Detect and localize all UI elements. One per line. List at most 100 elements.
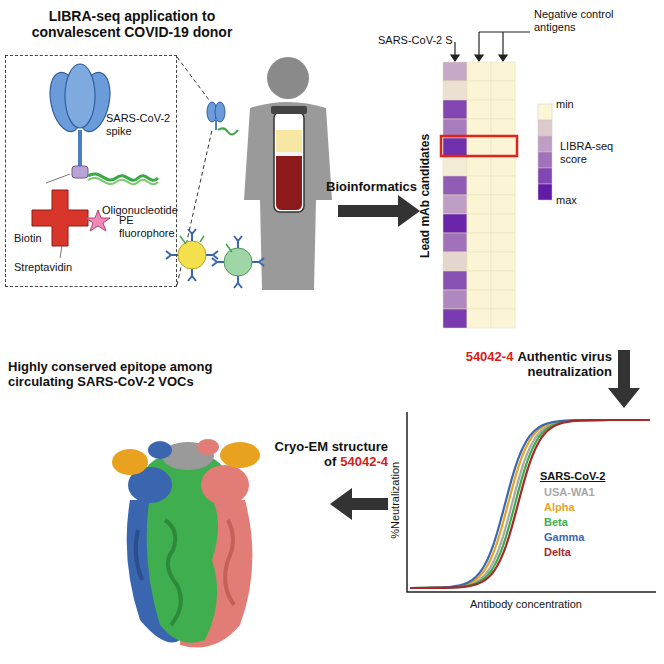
part-label: Oligonucleotide xyxy=(102,204,176,217)
heatmap-cell xyxy=(467,176,491,195)
heatmap-cell xyxy=(491,81,515,100)
legend-entry: Beta xyxy=(542,516,570,529)
leader-line xyxy=(46,174,70,183)
antibody-name: 54042-4 xyxy=(466,349,514,364)
flow-arrow xyxy=(330,488,388,520)
heatmap-cell xyxy=(443,214,467,233)
part-label: Streptavidin xyxy=(14,261,94,274)
heatmap-cell xyxy=(491,138,515,157)
heatmap-cell xyxy=(443,62,467,81)
scale-step xyxy=(538,136,552,152)
column-pointer xyxy=(451,32,530,61)
neutralization-curve xyxy=(410,420,650,588)
heatmap-cell xyxy=(467,290,491,309)
heatmap-cell xyxy=(491,157,515,176)
panel-title: LIBRA-seq application to convalescent CO… xyxy=(12,8,252,40)
axis-label: Lead mAb candidates xyxy=(419,134,433,258)
heatmap-cell xyxy=(443,309,467,328)
arrow-label: 54042-4Authentic virus neutralization xyxy=(444,350,612,380)
heatmap-cell xyxy=(467,62,491,81)
zoom-line xyxy=(177,57,212,104)
heatmap-cell xyxy=(491,290,515,309)
heatmap-cell xyxy=(443,100,467,119)
heatmap-cell xyxy=(467,252,491,271)
heatmap-cell xyxy=(443,252,467,271)
scale-step xyxy=(538,168,552,184)
heatmap xyxy=(443,62,515,328)
legend-entry: USA-WA1 xyxy=(542,486,597,499)
scale-step xyxy=(538,184,552,200)
heatmap-cell xyxy=(491,62,515,81)
cryo-em-structure xyxy=(112,439,260,648)
scale-label: LIBRA-seq score xyxy=(560,140,630,165)
part-label: PE fluorophore xyxy=(119,214,177,239)
heatmap-cell xyxy=(443,233,467,252)
conclusion-heading: Highly conserved epitope among circulati… xyxy=(8,360,240,390)
heatmap-cell xyxy=(491,252,515,271)
heatmap-cell xyxy=(443,81,467,100)
neutralization-curve xyxy=(410,420,650,588)
scale-step xyxy=(538,152,552,168)
flow-arrow xyxy=(338,195,420,227)
scale-step xyxy=(538,104,552,120)
neutralization-curve xyxy=(410,420,650,588)
heatmap-cell xyxy=(467,233,491,252)
legend-heading: SARS-CoV-2 xyxy=(538,470,607,483)
heatmap-cell xyxy=(467,157,491,176)
leader-line xyxy=(60,246,62,258)
heatmap-cell xyxy=(467,195,491,214)
chart-axes xyxy=(407,412,656,592)
neutralization-curve xyxy=(410,420,650,588)
heatmap-cell xyxy=(467,81,491,100)
heatmap-cell xyxy=(491,214,515,233)
axis-label: %Neutralization xyxy=(390,461,403,538)
heatmap-cell xyxy=(491,100,515,119)
spike-trimer xyxy=(45,64,115,168)
heatmap-cell xyxy=(443,138,467,157)
b-cell xyxy=(212,236,264,288)
heatmap-cell xyxy=(443,157,467,176)
heatmap-cell xyxy=(443,176,467,195)
donor-silhouette xyxy=(244,57,332,290)
legend-entry: Gamma xyxy=(542,531,586,544)
heatmap-cell xyxy=(467,100,491,119)
column-label: Negative control antigens xyxy=(534,8,624,33)
heatmap-cell xyxy=(443,271,467,290)
heatmap-cell xyxy=(467,309,491,328)
arrow-label: Bioinformatics xyxy=(326,180,417,195)
arrow-label: Cryo-EM structure of54042-4 xyxy=(258,440,388,470)
heatmap-cell xyxy=(467,271,491,290)
small-spike xyxy=(207,102,238,135)
blood-tube xyxy=(271,106,307,212)
arrow-label: Authentic virus neutralization xyxy=(517,349,612,379)
scale-label: max xyxy=(556,194,577,207)
axis-label: Antibody concentration xyxy=(470,598,582,611)
antibody-name: 54042-4 xyxy=(340,454,388,469)
heatmap-cell xyxy=(467,214,491,233)
scale-step xyxy=(538,120,552,136)
heatmap-cell xyxy=(491,233,515,252)
oligonucleotide xyxy=(88,178,158,184)
flow-arrow xyxy=(608,350,640,408)
legend-entry: Delta xyxy=(542,546,573,559)
neutralization-curves xyxy=(410,420,650,588)
part-label: SARS-CoV-2 spike xyxy=(106,112,176,137)
heatmap-cell xyxy=(491,176,515,195)
heatmap-cell xyxy=(443,195,467,214)
part-label: Biotin xyxy=(14,232,64,245)
neutralization-curve xyxy=(410,420,650,588)
legend-entry: Alpha xyxy=(542,501,577,514)
highlight-box xyxy=(441,136,517,156)
zoom-line xyxy=(177,130,212,285)
heatmap-cell xyxy=(491,309,515,328)
heatmap-cell xyxy=(491,195,515,214)
heatmap-cell xyxy=(467,138,491,157)
scale-label: min xyxy=(556,98,574,111)
heatmap-cell xyxy=(491,271,515,290)
heatmap-cell xyxy=(443,290,467,309)
column-label: SARS-CoV-2 S xyxy=(378,34,453,47)
score-scale xyxy=(538,104,552,200)
inset-box: SARS-CoV-2 spikeOligonucleotideBiotin PE … xyxy=(5,55,177,287)
biotin xyxy=(72,166,88,178)
